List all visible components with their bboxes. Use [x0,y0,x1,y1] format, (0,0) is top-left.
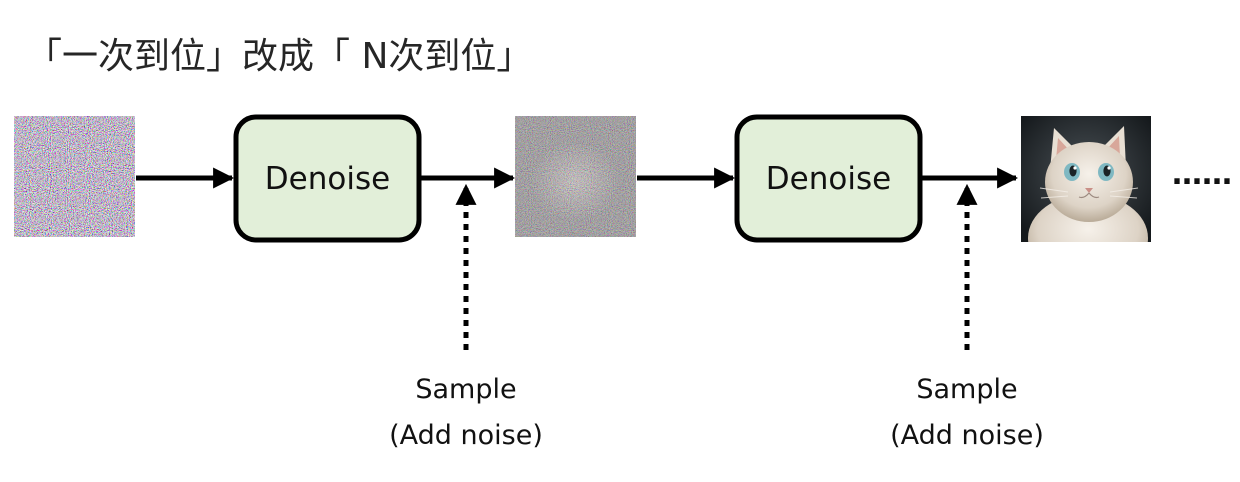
continuation-ellipsis: …… [1172,157,1232,192]
partially-denoised-image [515,116,636,237]
sample-caption-2-line2: (Add noise) [890,420,1044,451]
denoise-label-1: Denoise [265,161,390,197]
denoise-label-2: Denoise [766,161,891,197]
denoise-box-1: Denoise [233,114,422,243]
denoise-box-2: Denoise [734,114,923,243]
pure-noise-image [14,116,135,237]
sample-caption-2-line1: Sample [916,374,1017,405]
diagram-title: 「一次到位」改成「 N次到位」 [26,36,533,77]
cat-image [1021,116,1151,242]
sample-caption-1-line2: (Add noise) [389,420,543,451]
sample-caption-1-line1: Sample [415,374,516,405]
